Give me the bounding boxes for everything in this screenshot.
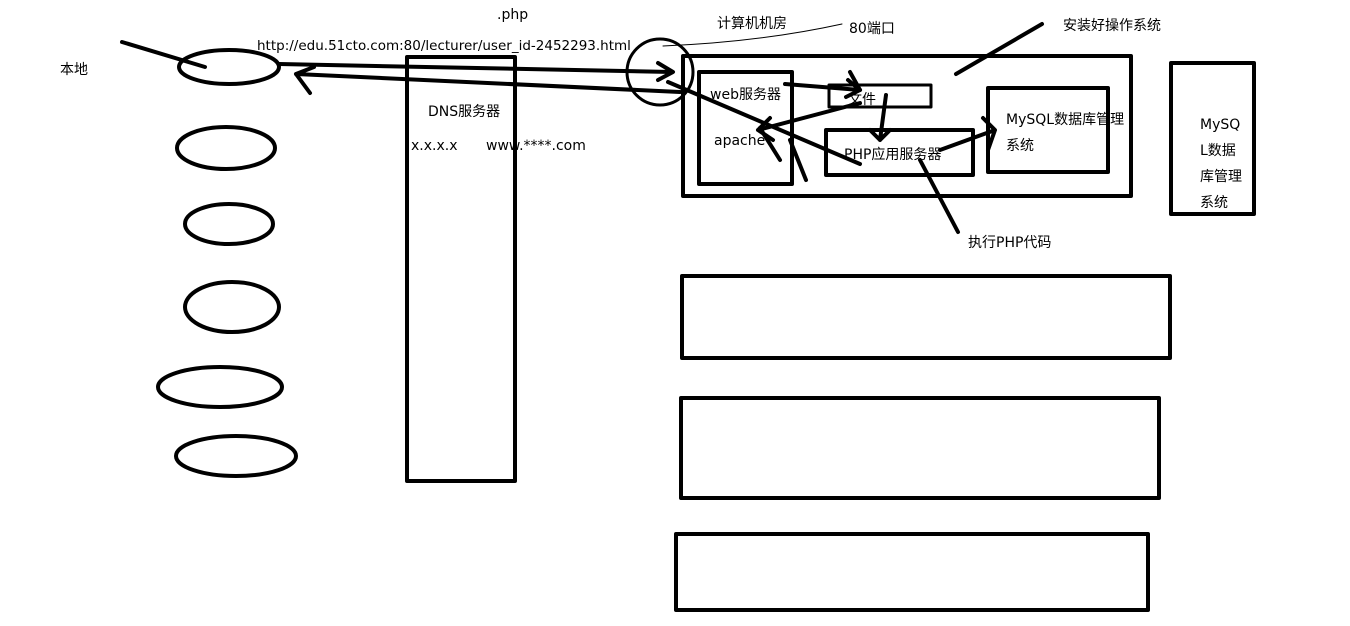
exec-php-label: 执行PHP代码 — [968, 235, 1052, 251]
url-label: http://edu.51cto.com:80/lecturer/user_id… — [257, 38, 631, 54]
machine-box-4 — [674, 532, 1150, 612]
php-ext-label: .php — [497, 7, 529, 23]
client-node — [175, 125, 277, 171]
ip-label: x.x.x.x — [411, 138, 458, 154]
client-node-local — [177, 48, 281, 86]
apache-label: apache — [714, 133, 766, 149]
exec-php-pointer — [918, 158, 960, 234]
file-to-apache-arrow — [756, 101, 862, 142]
response-arrow — [294, 65, 682, 95]
os-pointer-line — [954, 22, 1044, 76]
php-app-server-label: PHP应用服务器 — [844, 147, 942, 163]
dns-server-label: DNS服务器 — [428, 104, 501, 120]
machine-box-3 — [679, 396, 1161, 500]
web-server-box — [697, 70, 794, 186]
os-installed-label: 安装好操作系统 — [1063, 18, 1161, 34]
php-to-mysql-arrow — [938, 116, 997, 152]
port-circle — [625, 37, 695, 107]
mysql-inner-label: MySQL数据库管理系统 — [1006, 112, 1125, 154]
client-node — [156, 365, 284, 409]
machine-room-pointer — [662, 23, 843, 47]
web-server-label: web服务器 — [710, 87, 781, 103]
domain-label: www.****.com — [486, 138, 586, 154]
client-node — [174, 434, 298, 478]
dns-server-box — [405, 55, 517, 483]
mysql-outer-label: MySQL数据库管理系统 — [1200, 117, 1242, 211]
local-pointer-line — [120, 40, 207, 69]
machine-room-box — [681, 54, 1133, 198]
mysql-inner-box — [986, 86, 1110, 174]
port-label: 80端口 — [849, 21, 895, 37]
file-down-arrow — [848, 70, 892, 142]
machine-room-label: 计算机机房 — [717, 16, 787, 32]
file-label: 文件 — [848, 92, 876, 108]
request-arrow — [277, 61, 675, 82]
client-node — [183, 202, 275, 246]
local-label: 本地 — [60, 62, 88, 78]
file-box — [827, 83, 933, 109]
php-app-server-box — [824, 128, 975, 177]
port-to-php-arrow — [666, 80, 862, 182]
machine-box-2 — [680, 274, 1172, 360]
mysql-outer-box — [1169, 61, 1256, 216]
client-node — [183, 280, 281, 334]
